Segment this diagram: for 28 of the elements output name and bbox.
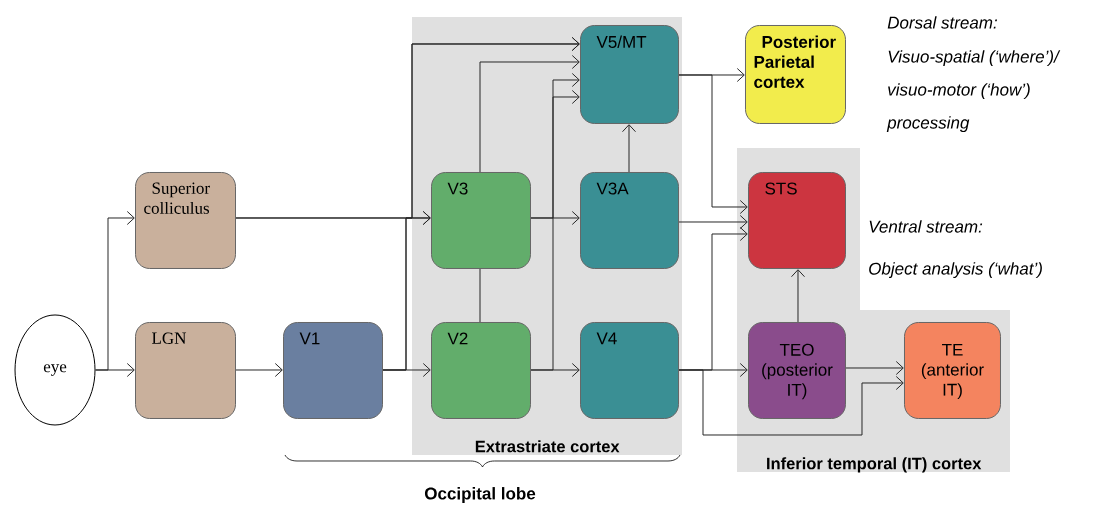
arrow	[235, 37, 580, 219]
arrow	[479, 55, 580, 173]
arrow	[791, 269, 805, 323]
area-box: LGN	[135, 322, 236, 419]
area-box: Superior colliculus	[135, 172, 236, 269]
arrow	[678, 74, 748, 214]
arrow	[530, 211, 580, 225]
area-box: V4	[580, 322, 679, 419]
annotation-text: Visuo-spatial (‘where’)/ visuo-motor (‘how’) processing	[886, 50, 1061, 133]
arrow	[530, 73, 580, 371]
area-box: V3	[431, 172, 531, 269]
area-box: Posterior Parietal cortex	[745, 25, 846, 124]
arrow	[678, 215, 748, 229]
arrow	[95, 363, 135, 377]
arrow	[622, 124, 636, 173]
area-box: TE (anterior IT)	[904, 322, 1001, 419]
arrow	[235, 363, 283, 377]
area-box: V3A	[580, 172, 679, 269]
brace-label: Occipital lobe	[424, 487, 536, 503]
area-box: TEO (posterior IT)	[748, 322, 846, 419]
area-box: STS	[748, 172, 846, 269]
area-box: V2	[431, 322, 531, 419]
arrow	[678, 369, 904, 436]
area-box: V5/MT	[580, 25, 679, 124]
annotation-text: Dorsal stream:	[887, 16, 997, 29]
area-box: V1	[283, 322, 383, 419]
arrow	[845, 361, 904, 375]
annotation-text: Ventral stream:	[869, 220, 983, 233]
